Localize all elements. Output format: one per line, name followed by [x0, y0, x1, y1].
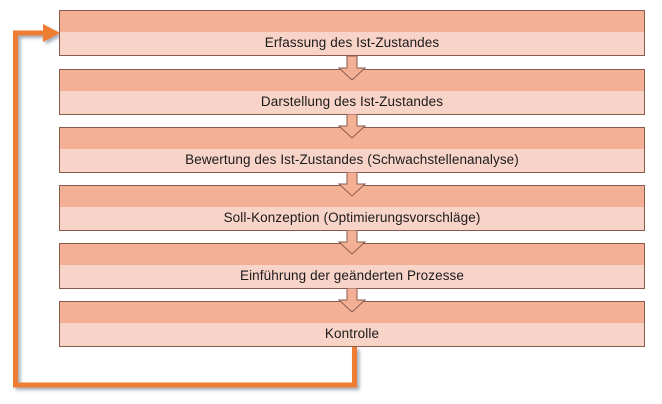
process-step-label: Bewertung des Ist-Zustandes (Schwachstel…	[185, 151, 519, 167]
process-step-label: Erfassung des Ist-Zustandes	[264, 34, 440, 50]
process-step-box[interactable]: Erfassung des Ist-Zustandes	[59, 10, 645, 56]
process-step-label: Einführung der geänderten Prozesse	[239, 267, 465, 283]
arrow-down-icon	[338, 172, 366, 197]
arrow-down-icon	[338, 56, 366, 81]
arrow-down-icon	[338, 114, 366, 139]
process-step-label: Darstellung des Ist-Zustandes	[260, 93, 444, 109]
arrow-down-icon	[338, 288, 366, 313]
arrow-down-icon	[338, 230, 366, 255]
process-step-label: Kontrolle	[324, 325, 380, 341]
process-step-label: Soll-Konzeption (Optimierungsvorschläge)	[223, 209, 481, 225]
